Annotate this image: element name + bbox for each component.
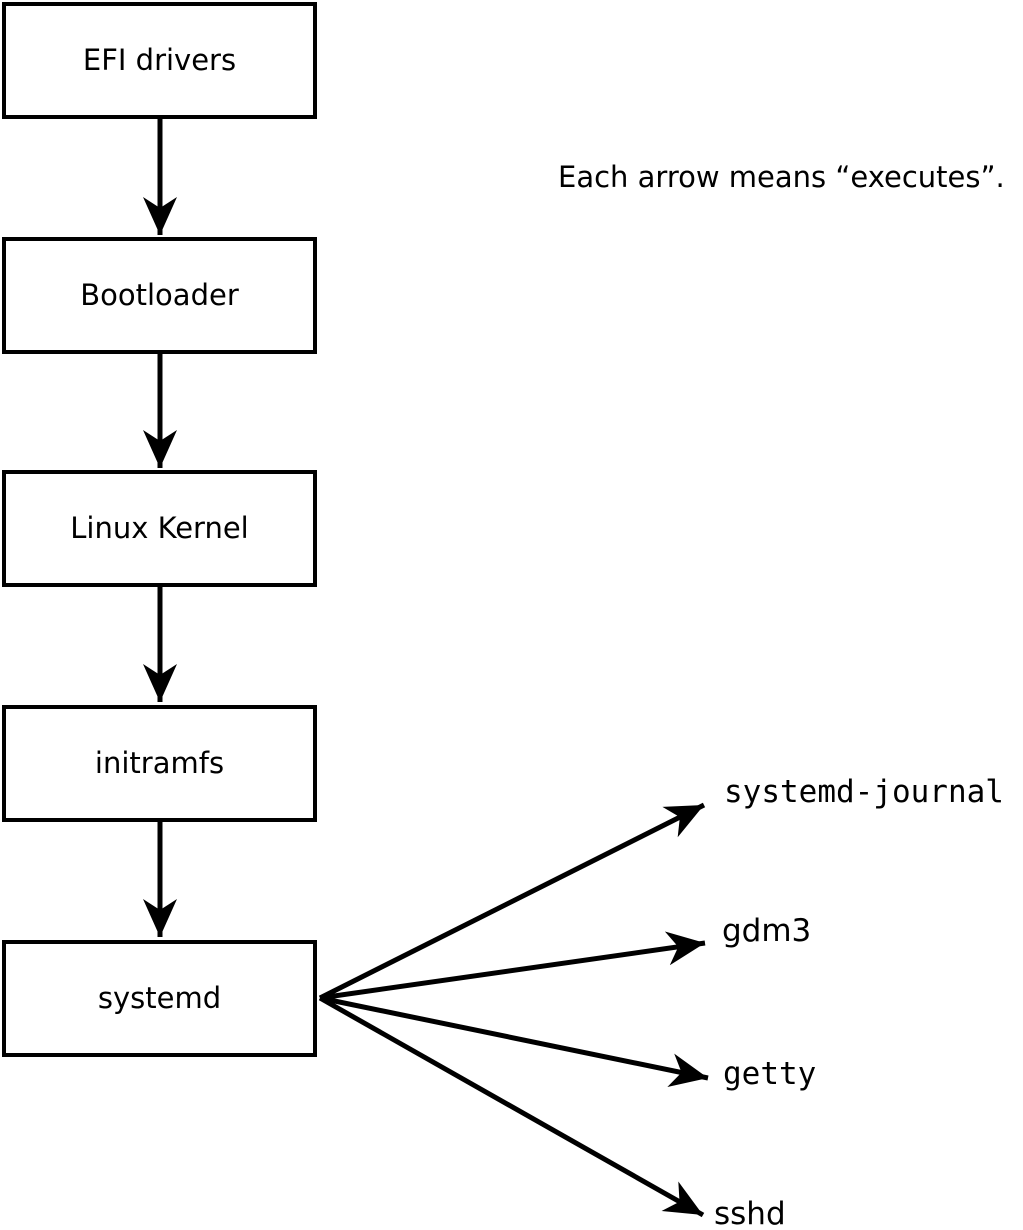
box-initramfs-label: initramfs bbox=[94, 746, 225, 781]
arrow-systemd-to-journal bbox=[318, 802, 706, 1001]
box-linux-kernel-label: Linux Kernel bbox=[70, 511, 249, 546]
box-systemd-label: systemd bbox=[97, 981, 222, 1016]
box-systemd: systemd bbox=[2, 940, 317, 1057]
process-label-sshd: sshd bbox=[714, 1196, 786, 1230]
arrow-systemd-to-gdm3 bbox=[319, 931, 706, 1001]
box-efi-drivers: EFI drivers bbox=[2, 2, 317, 119]
arrow-meaning-caption: Each arrow means “executes”. bbox=[558, 160, 1005, 194]
box-linux-kernel: Linux Kernel bbox=[2, 470, 317, 587]
arrow-systemd-to-getty bbox=[319, 995, 709, 1087]
process-label-getty: getty bbox=[723, 1056, 817, 1092]
arrow-systemd-to-sshd bbox=[318, 995, 705, 1218]
process-label-systemd-journal: systemd-journal bbox=[724, 774, 1004, 810]
box-efi-drivers-label: EFI drivers bbox=[82, 43, 237, 78]
box-initramfs: initramfs bbox=[2, 705, 317, 822]
box-bootloader-label: Bootloader bbox=[80, 278, 239, 313]
box-bootloader: Bootloader bbox=[2, 237, 317, 354]
process-label-gdm3: gdm3 bbox=[722, 913, 812, 949]
